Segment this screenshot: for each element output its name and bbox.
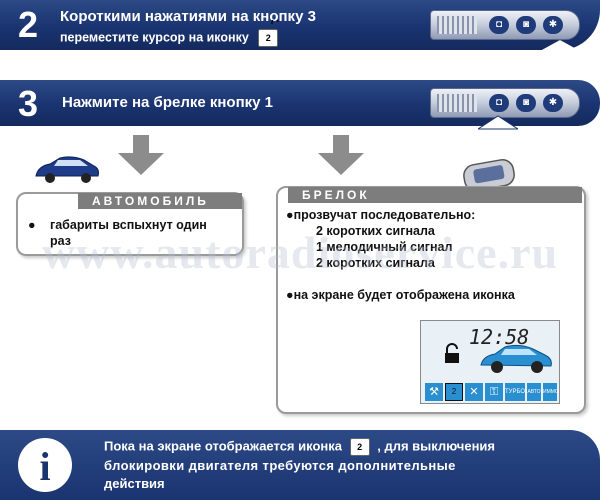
fob-card-heading: БРЕЛОК xyxy=(288,187,582,203)
footer-line3: действия xyxy=(104,476,165,491)
keyfob-step2: ◘ ◙ ✱ xyxy=(430,10,580,40)
lcd-lock-cursor-icon: 2 xyxy=(445,383,463,401)
footer-line2: блокировки двигателя требуются дополните… xyxy=(104,458,456,473)
info-symbol: i xyxy=(39,444,50,489)
car-bullet-line2: раз xyxy=(50,234,71,248)
lcd-immo-label: ИММО xyxy=(543,383,559,401)
footer-line1: Пока на экране отображается иконка 2 , д… xyxy=(104,438,495,456)
lcd-turbo-label: ТУРБО xyxy=(505,383,525,401)
footer-lock-icon: 2 xyxy=(349,438,370,456)
fob-signal3: 2 коротких сигнала xyxy=(316,256,435,270)
lock-icon: 2 xyxy=(258,20,279,47)
fob-bullet2: ●на экране будет отображена иконка xyxy=(286,288,515,302)
press-indicator-icon xyxy=(540,40,580,51)
lcd-auto-label: АВТО xyxy=(527,383,541,401)
lcd-horn-icon: ✕ xyxy=(465,383,483,401)
fob-button-unlock-icon: ◙ xyxy=(516,16,536,34)
step2-line1: Короткими нажатиями на кнопку 3 xyxy=(60,8,316,25)
arrow-down-car-icon xyxy=(118,135,164,175)
fob-button-1-icon: ◘ xyxy=(489,94,509,112)
fob-button-3-icon: ✱ xyxy=(543,94,563,112)
fob-bullet1: ●прозвучат последовательно: xyxy=(286,208,476,222)
step3-number: 3 xyxy=(18,83,39,124)
car-card-heading: АВТОМОБИЛЬ xyxy=(78,193,242,209)
info-icon: i xyxy=(18,438,72,492)
lcd-car-icon xyxy=(480,344,552,373)
fob-signal2: 1 мелодичный сигнал xyxy=(316,240,453,254)
car-bullet-icon: ● xyxy=(28,218,36,232)
lcd-time: 12:58 xyxy=(469,325,530,349)
car-bullet-line1: габариты вспыхнут один xyxy=(50,218,207,232)
step2-number: 2 xyxy=(18,4,39,45)
car-card: АВТОМОБИЛЬ ● габариты вспыхнут один раз xyxy=(16,192,244,256)
watermark: www.autoradioservice.ru xyxy=(41,227,559,278)
step2-line2: переместите курсор на иконку 2 xyxy=(60,20,279,47)
keyfob-step3: ◘ ◙ ✱ xyxy=(430,88,580,118)
fob-button-lock-icon: ◘ xyxy=(489,16,509,34)
lcd-tool-icon: ⚒ xyxy=(425,383,443,401)
lcd-screen: 12:58 ⚒ 2 ✕ ⚿ ТУРБО АВТО ИММО xyxy=(420,320,560,404)
step3-text: Нажмите на брелке кнопку 1 xyxy=(62,94,274,111)
lcd-lock-icon xyxy=(445,343,459,363)
fob-button-2-icon: ◙ xyxy=(516,94,536,112)
fob-button-3-icon: ✱ xyxy=(543,16,563,34)
arrow-down-fob-icon xyxy=(318,135,364,175)
car-icon xyxy=(35,156,99,183)
lcd-key-icon: ⚿ xyxy=(485,383,503,401)
fob-signal1: 2 коротких сигнала xyxy=(316,224,435,238)
lcd-icon-row: ⚒ 2 ✕ ⚿ ТУРБО АВТО ИММО xyxy=(423,383,559,401)
pager-fob-icon xyxy=(463,159,515,192)
step2-banner: 2 Короткими нажатиями на кнопку 3 переме… xyxy=(0,0,600,51)
press-indicator-icon xyxy=(478,115,518,130)
footer-banner: i Пока на экране отображается иконка 2 ,… xyxy=(0,430,600,500)
